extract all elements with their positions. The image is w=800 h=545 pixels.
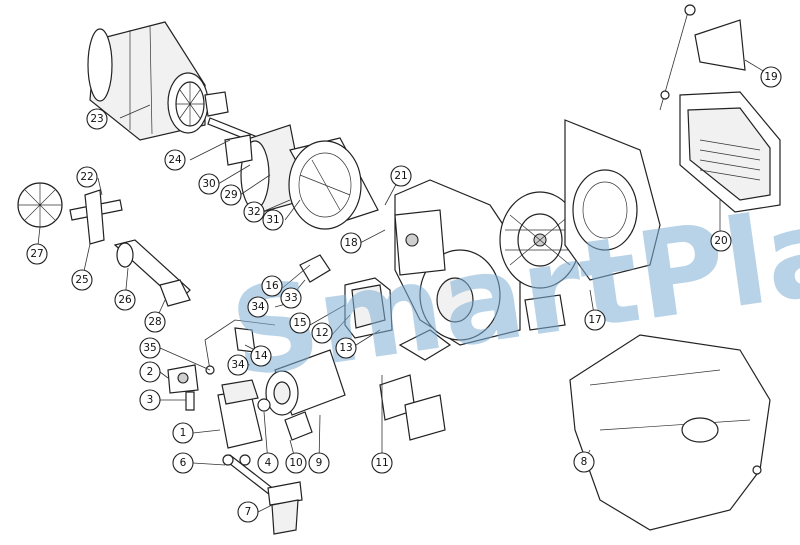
callout-21: 21: [390, 165, 412, 187]
valve-stem: [185, 391, 195, 411]
callout-13: 13: [335, 337, 357, 359]
electrode-assembly: [17, 182, 123, 245]
callout-27: 27: [26, 243, 48, 265]
fan-wheel: [499, 191, 581, 289]
callout-18: 18: [340, 232, 362, 254]
burner-housing: [394, 179, 521, 346]
pump-fitting: [257, 398, 271, 412]
callout-16: 16: [261, 275, 283, 297]
callout-label: 16: [265, 280, 279, 292]
callout-26: 26: [114, 289, 136, 311]
callout-label: 13: [339, 342, 352, 354]
callout-23: 23: [86, 108, 108, 130]
callout-3: 3: [139, 389, 161, 411]
photocell: [299, 254, 331, 283]
callout-label: 3: [147, 394, 154, 406]
callout-label: 19: [764, 71, 777, 83]
callout-4: 4: [257, 452, 279, 474]
callout-34-lower: 34: [227, 354, 249, 376]
callout-label: 7: [245, 506, 252, 518]
callout-label: 23: [90, 113, 103, 125]
panel-plate: [379, 374, 446, 441]
callout-11: 11: [371, 452, 393, 474]
air-intake-box: [679, 91, 781, 213]
callout-6: 6: [172, 452, 194, 474]
callout-label: 1: [180, 427, 187, 439]
callout-2: 2: [139, 361, 161, 383]
callout-8: 8: [573, 451, 595, 473]
callout-24: 24: [164, 149, 186, 171]
callout-34-upper: 34: [247, 296, 269, 318]
callout-label: 11: [375, 457, 388, 469]
callout-12: 12: [311, 322, 333, 344]
callout-35: 35: [139, 337, 161, 359]
callout-9: 9: [308, 452, 330, 474]
nozzle-bracket: [159, 279, 191, 307]
burner-cover: [569, 334, 771, 531]
oil-filter: [267, 481, 303, 535]
callout-label: 22: [80, 171, 93, 183]
callout-label: 4: [265, 457, 272, 469]
callout-label: 34: [231, 359, 245, 371]
callout-label: 14: [254, 350, 268, 362]
callout-label: 18: [344, 237, 357, 249]
callout-label: 35: [143, 342, 156, 354]
callout-label: 24: [168, 154, 182, 166]
callout-15: 15: [289, 312, 311, 334]
mounting-flange: [288, 137, 379, 230]
control-box: [344, 277, 393, 339]
oil-hoses: [222, 454, 276, 496]
callout-label: 25: [75, 274, 88, 286]
callout-label: 28: [148, 316, 161, 328]
callout-17: 17: [584, 309, 606, 331]
callout-label: 17: [588, 314, 601, 326]
callout-label: 26: [118, 294, 132, 306]
ignition-bracket: [398, 294, 566, 361]
callout-label: 34: [251, 301, 265, 313]
callout-20: 20: [710, 230, 732, 252]
air-intake-cover: [564, 119, 661, 281]
callout-label: 33: [284, 292, 297, 304]
callout-label: 12: [315, 327, 328, 339]
nozzle-oil-line: [204, 319, 276, 375]
callout-19: 19: [760, 66, 782, 88]
callout-32: 32: [243, 201, 265, 223]
callout-10: 10: [285, 452, 307, 474]
callout-label: 8: [581, 456, 588, 468]
callout-30: 30: [198, 173, 220, 195]
callout-7: 7: [237, 501, 259, 523]
solenoid-coil: [167, 364, 199, 394]
callout-29: 29: [220, 184, 242, 206]
callout-22: 22: [76, 166, 98, 188]
callout-14: 14: [250, 345, 272, 367]
callout-label: 2: [147, 366, 154, 378]
air-damper-linkage: [659, 4, 746, 111]
callout-31: 31: [262, 209, 284, 231]
motor: [265, 349, 346, 441]
callout-label: 20: [714, 235, 727, 247]
callout-label: 31: [266, 214, 279, 226]
combustion-head: [175, 81, 229, 127]
callout-label: 29: [224, 189, 237, 201]
callout-1: 1: [172, 422, 194, 444]
callout-label: 30: [202, 178, 215, 190]
callout-label: 10: [289, 457, 302, 469]
callout-25: 25: [71, 269, 93, 291]
callout-label: 21: [394, 170, 407, 182]
callout-label: 6: [180, 457, 187, 469]
callout-label: 27: [30, 248, 43, 260]
callout-label: 15: [293, 317, 306, 329]
callout-33: 33: [280, 287, 302, 309]
callout-28: 28: [144, 311, 166, 333]
callout-label: 32: [247, 206, 260, 218]
callout-label: 9: [316, 457, 323, 469]
oil-pump: [217, 379, 263, 449]
